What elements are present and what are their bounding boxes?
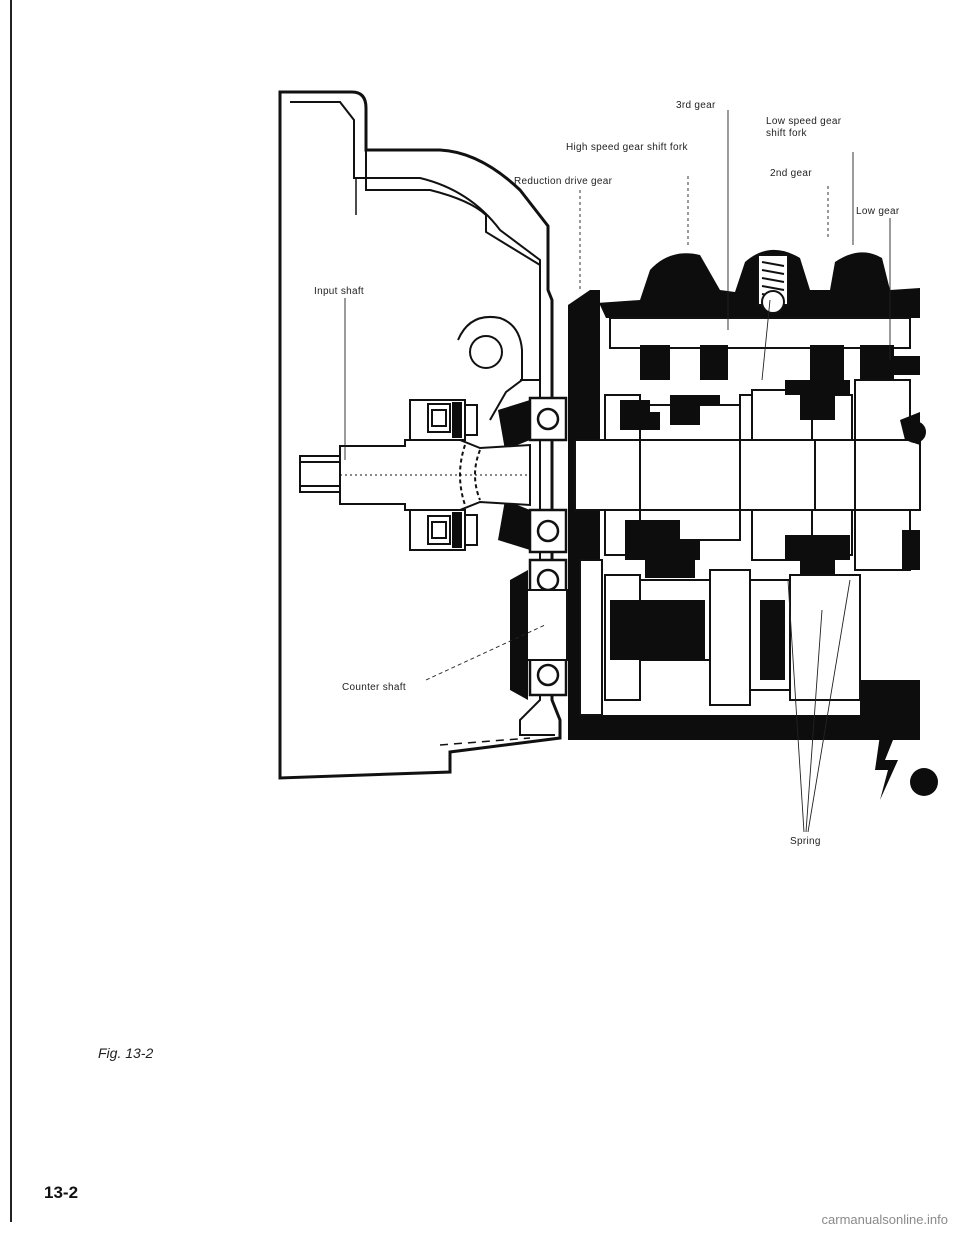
watermark-footer: carmanualsonline.info: [821, 1212, 948, 1227]
label-low-gear: Low gear: [856, 206, 900, 217]
label-spring: Spring: [790, 836, 821, 847]
bearings: [514, 396, 568, 697]
figure-caption: Fig. 13-2: [98, 1045, 154, 1061]
transmission-housing: [278, 90, 562, 780]
cutaway-break: [875, 412, 938, 800]
label-low-speed-gear-shift-fork: Low speed gear shift fork: [766, 116, 842, 139]
label-input-shaft: Input shaft: [314, 286, 364, 297]
page-binding-line: [10, 0, 12, 1222]
label-3rd-gear: 3rd gear: [676, 100, 716, 111]
page-number: 13-2: [44, 1183, 79, 1202]
label-2nd-gear: 2nd gear: [770, 168, 812, 179]
upper-gears: [604, 379, 911, 441]
housing-boss: [457, 316, 523, 421]
shift-rail: [609, 317, 911, 349]
leader-lines: [344, 110, 891, 833]
label-reduction-drive-gear: Reduction drive gear: [514, 176, 613, 187]
countershaft-housing-dark: [498, 400, 530, 700]
label-high-speed-gear-shift-fork: High speed gear shift fork: [566, 142, 688, 153]
synchro-hubs-upper: [620, 380, 850, 430]
detent-spring: [757, 254, 789, 314]
countershaft-body: [610, 600, 785, 680]
label-counter-shaft: Counter shaft: [342, 682, 406, 693]
synchro-hubs-lower: [625, 520, 850, 580]
mainshaft: [574, 439, 921, 511]
input-shaft: [299, 439, 531, 511]
shift-fork-blocks: [640, 345, 894, 380]
seal-rings: [452, 402, 462, 548]
